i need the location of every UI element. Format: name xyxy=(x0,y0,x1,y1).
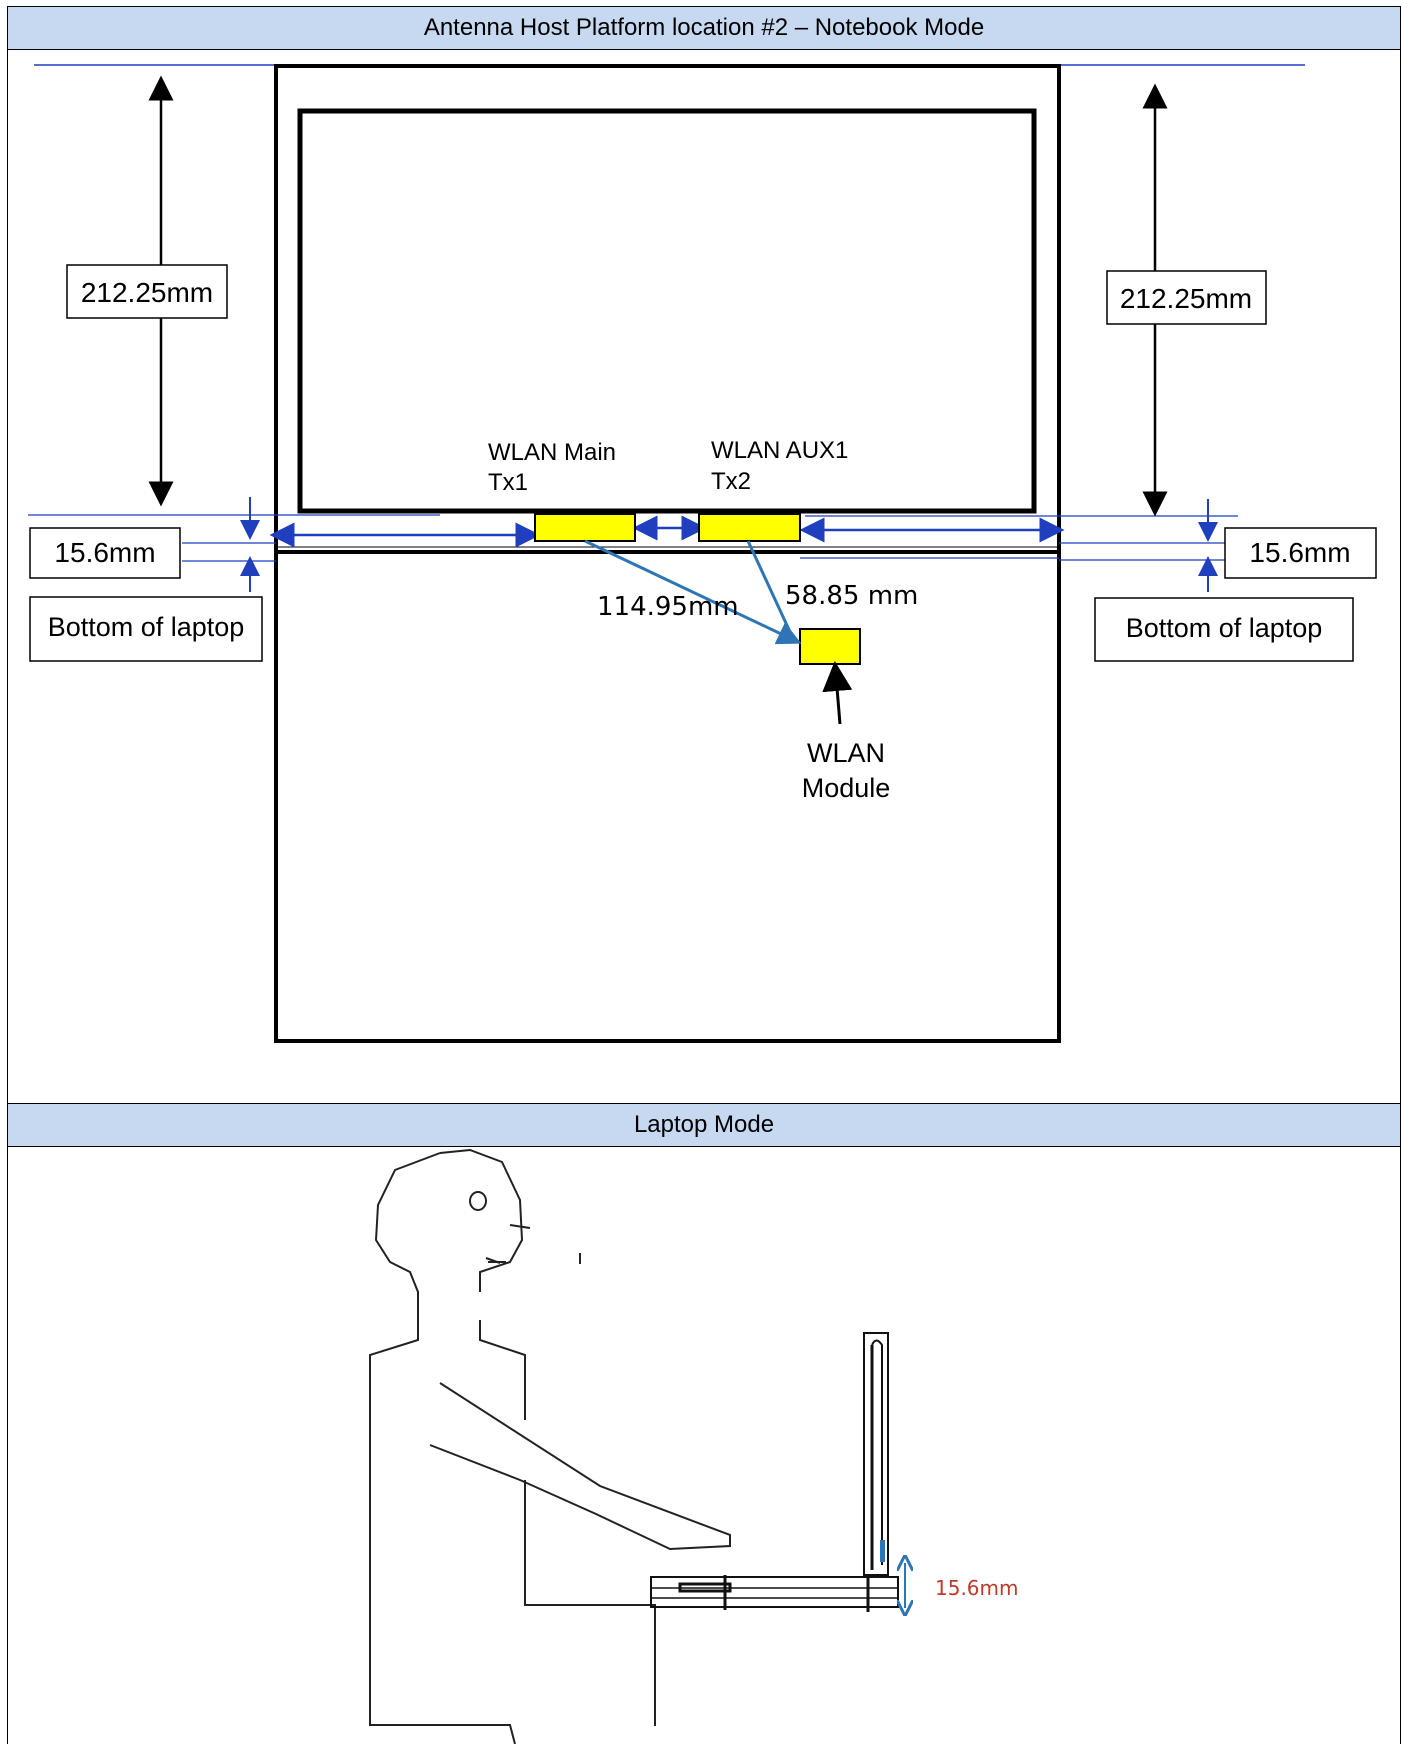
edge-label-box-left xyxy=(29,527,181,579)
antenna-aux-label-line1: WLAN AUX1 xyxy=(711,437,848,464)
bottom-label-box-right xyxy=(1094,597,1354,662)
laptop-diagram-cell xyxy=(7,1147,1401,1744)
module-label-line1: WLAN xyxy=(807,738,885,768)
notebook-mode-diagram: 212.25mm 212.25mm 15.6mm 15.6mm Bottom o… xyxy=(28,64,1377,1043)
edge-label-box-right xyxy=(1224,527,1377,579)
module-label-line2: Module xyxy=(802,773,891,803)
wlan-module xyxy=(799,628,861,665)
antenna-main-tx1 xyxy=(534,513,636,542)
height-label-box-left xyxy=(66,264,228,319)
height-label-right: 212.25mm xyxy=(1120,283,1252,314)
antenna-aux1-tx2 xyxy=(698,513,801,542)
antenna-main-label-line2: Tx1 xyxy=(488,469,528,496)
bottom-label-right: Bottom of laptop xyxy=(1126,613,1323,643)
distance-main-label: 114.95mm xyxy=(597,592,739,622)
antenna-aux-label-line2: Tx2 xyxy=(711,468,751,495)
bottom-label-box-left xyxy=(29,596,263,662)
section-title-laptop: Laptop Mode xyxy=(633,1111,775,1138)
section-header-laptop-mode: Laptop Mode xyxy=(7,1103,1401,1147)
distance-aux-label: 58.85 mm xyxy=(785,581,918,611)
connector-main-to-module xyxy=(584,539,802,645)
height-label-box-right xyxy=(1106,270,1267,325)
antenna-main-label-line1: WLAN Main xyxy=(488,439,616,466)
height-label-left: 212.25mm xyxy=(81,277,213,308)
section-title-notebook: Antenna Host Platform location #2 – Note… xyxy=(423,14,985,41)
bottom-label-left: Bottom of laptop xyxy=(48,612,245,642)
display-panel xyxy=(297,108,1037,514)
section-header-notebook-mode: Antenna Host Platform location #2 – Note… xyxy=(7,6,1401,50)
connector-aux-to-module xyxy=(746,540,793,635)
edge-label-left: 15.6mm xyxy=(54,537,155,568)
edge-label-right: 15.6mm xyxy=(1249,537,1350,568)
module-pointer-arrow xyxy=(822,661,853,725)
